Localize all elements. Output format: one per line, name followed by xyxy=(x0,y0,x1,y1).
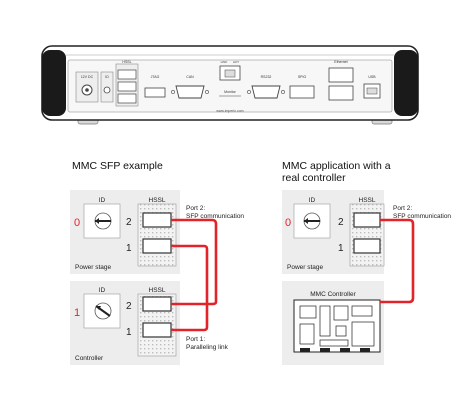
right-port-1: 1 xyxy=(338,243,344,254)
left-paralleling-link-cable xyxy=(171,244,209,332)
left-note-port1-title: Port 1: xyxy=(186,336,205,343)
left-col-id: ID xyxy=(99,197,106,204)
right-unit xyxy=(282,190,385,274)
right-controller xyxy=(282,281,384,365)
left-lower-hssl-col: HSSL xyxy=(149,287,166,294)
spio-port-icon xyxy=(289,85,315,99)
left-upper-sfp-slot-1 xyxy=(142,238,172,254)
rotary-switch-icon xyxy=(94,212,112,230)
device-label-12v: 12V DC xyxy=(81,75,94,79)
right-heading-line2: real controller xyxy=(282,172,346,184)
left-upper-caption: Power stage xyxy=(75,264,112,271)
left-note-port2-title: Port 2: xyxy=(186,205,205,212)
left-note-port2-desc: SFP communication xyxy=(186,213,244,220)
left-lower-port-2: 2 xyxy=(126,301,132,312)
rs232-dsub-icon xyxy=(251,85,281,99)
left-sfp-link-cable xyxy=(171,218,218,306)
device-label-jtag: JTAG xyxy=(151,75,160,79)
left-lower-port-1: 1 xyxy=(126,327,132,338)
device-label-can: CAN xyxy=(186,75,194,79)
left-lower-sfp-slot-2 xyxy=(142,296,172,312)
right-sfp-link-cable xyxy=(380,218,415,304)
ethernet-port-a-icon xyxy=(328,67,354,83)
rotary-switch-icon xyxy=(94,302,112,320)
left-lower-id-col: ID xyxy=(99,287,106,294)
can-dsub-icon xyxy=(175,85,205,99)
right-col-hssl: HSSL xyxy=(359,197,376,204)
controller-board-icon xyxy=(293,299,381,353)
device-label-rs232: RS232 xyxy=(261,75,272,79)
left-upper-sfp-slot-2 xyxy=(142,212,172,228)
device-label-spio: SPIO xyxy=(298,75,307,79)
left-lower-unit xyxy=(70,281,180,365)
device-label-hssl: HSSL xyxy=(122,60,131,64)
device-label-monitor: Monitor xyxy=(224,90,237,94)
left-lower-sfp-slot-1 xyxy=(142,322,172,338)
left-note-port1-desc: Paralleling link xyxy=(186,344,229,351)
right-heading-line1: MMC application with a xyxy=(282,160,391,172)
left-col-hssl: HSSL xyxy=(149,197,166,204)
left-upper-id-value: 0 xyxy=(74,217,80,229)
right-controller-label: MMC Controller xyxy=(310,291,356,298)
right-note-port2-title: Port 2: xyxy=(393,205,412,212)
left-heading: MMC SFP example xyxy=(72,160,163,172)
ethernet-port-b-icon xyxy=(328,85,354,101)
right-sfp-slot-2 xyxy=(353,212,381,228)
right-col-id: ID xyxy=(309,197,316,204)
right-note-port2-desc: SFP communication xyxy=(393,213,451,220)
diagram-labels: ID HSSL 0 2 1 Power stage ID HSSL 1 2 1 … xyxy=(74,197,451,362)
device-label-usb: USB xyxy=(368,75,376,79)
device-label-ethernet: Ethernet xyxy=(334,60,347,64)
left-lower-id-value: 1 xyxy=(74,307,80,319)
left-upper-unit xyxy=(70,190,180,274)
right-port-2: 2 xyxy=(338,217,344,228)
left-lower-caption: Controller xyxy=(75,355,104,362)
right-id-value: 0 xyxy=(285,217,291,229)
right-unit-caption: Power stage xyxy=(287,264,324,271)
left-upper-port-2: 2 xyxy=(126,217,132,228)
jtag-port-icon xyxy=(144,87,166,98)
device-label-link: LINK xyxy=(221,60,228,64)
rotary-switch-icon xyxy=(303,212,321,230)
left-upper-port-1: 1 xyxy=(126,243,132,254)
device-enclosure: 12V DC ID HSSL JTAG CAN LINK ACT Monitor… xyxy=(41,45,419,125)
device-website: www.imperix.com xyxy=(216,109,243,113)
right-sfp-slot-1 xyxy=(353,238,381,254)
device-label-act: ACT xyxy=(233,60,239,64)
device-label-id: ID xyxy=(105,75,109,79)
